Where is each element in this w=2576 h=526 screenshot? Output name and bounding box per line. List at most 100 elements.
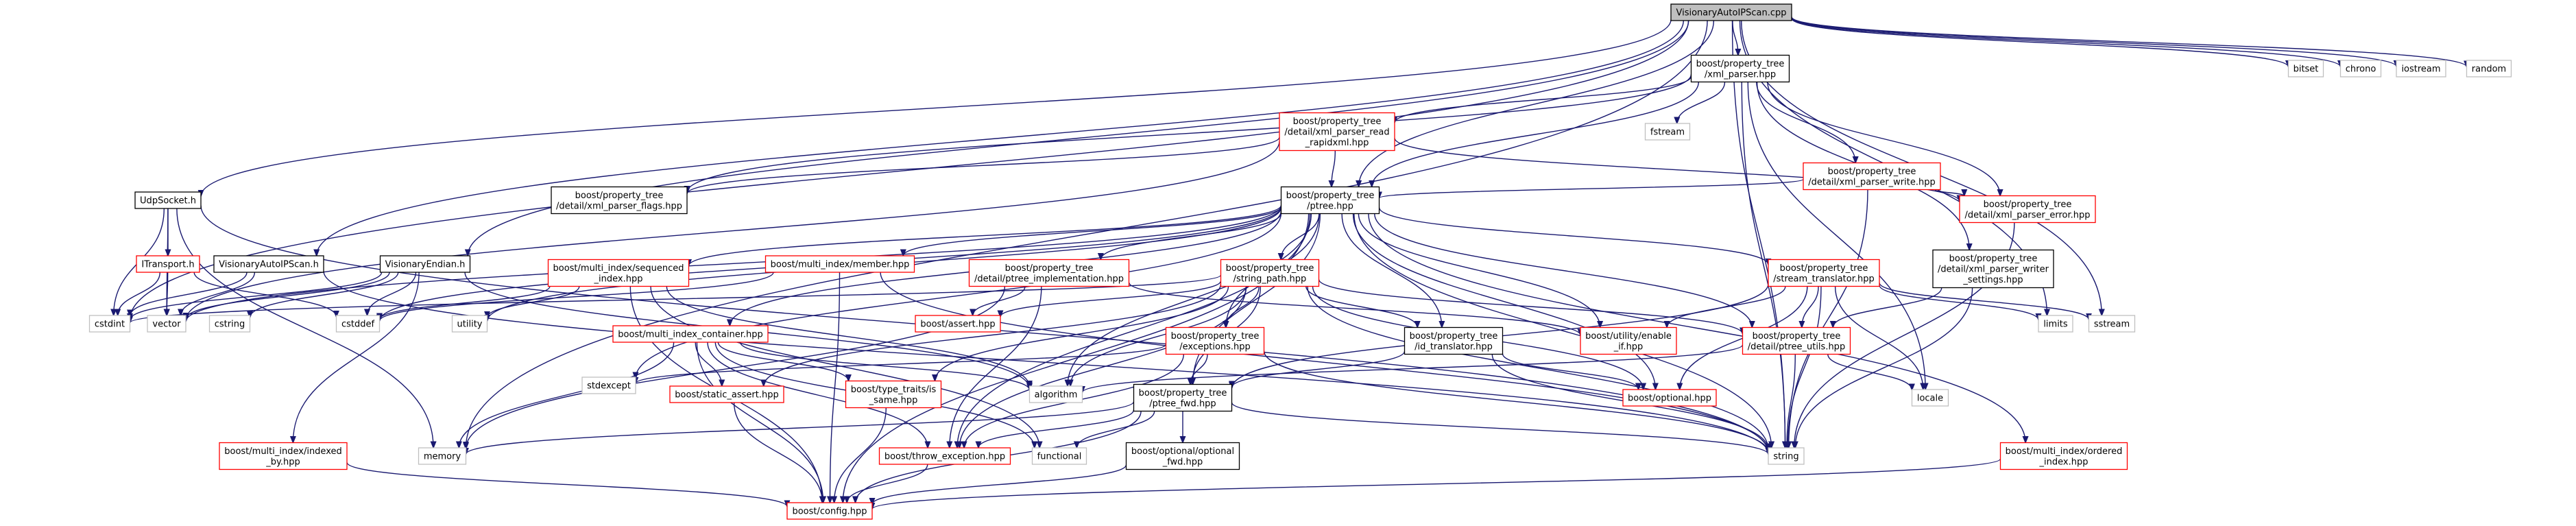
node-limits: limits [2038,315,2073,333]
node-box [2287,60,2324,77]
node-udpsocket[interactable]: UdpSocket.h [134,191,202,209]
edge-id-translator-to-optional [1502,353,1639,390]
node-box [451,315,488,333]
node-box [786,502,873,520]
node-xml-error[interactable]: boost/property_tree/detail/xml_parser_er… [1959,195,2096,224]
edge-ptree-utils-to-algorithm [1083,344,1744,393]
node-label: boost/property_tree/id_translator.hpp [1410,331,1498,352]
node-config[interactable]: boost/config.hpp [786,502,873,520]
node-label-line: _index.hpp [594,274,643,284]
edge-optional-fwd-to-config [872,464,1127,505]
node-xml-write[interactable]: boost/property_tree/detail/xml_parser_wr… [1803,162,1941,191]
edge-mi-container-to-throw-exception [707,342,928,448]
node-mi-ordered[interactable]: boost/multi_index/ordered_index.hpp [1999,442,2128,470]
node-assert[interactable]: boost/assert.hpp [915,315,1001,333]
node-mi-member[interactable]: boost/multi_index/member.hpp [765,255,915,273]
node-algorithm: algorithm [1028,385,1083,403]
node-visendian[interactable]: VisionaryEndian.h [379,255,471,273]
node-xml-parser[interactable]: boost/property_tree/xml_parser.hpp [1690,54,1790,83]
node-id-translator[interactable]: boost/property_tree/id_translator.hpp [1404,326,1504,355]
edge-mi-container-to-memory [459,342,675,448]
node-bitset: bitset [2287,60,2324,77]
node-stream-translator[interactable]: boost/property_tree/stream_translator.hp… [1768,259,1880,287]
node-ptree-impl[interactable]: boost/property_tree/detail/ptree_impleme… [968,259,1130,287]
edge-visendian-to-vector [186,272,390,320]
edge-root-to-xml-parser [1732,20,1738,56]
edge-xml-parser-to-xml-error [1767,82,2000,196]
node-itransport[interactable]: ITransport.h [136,255,200,273]
node-label-line: /detail/xml_parser_writer [1938,265,2049,275]
node-static-assert[interactable]: boost/static_assert.hpp [669,385,784,403]
node-mi-sequenced[interactable]: boost/multi_index/sequenced_index.hpp [547,259,690,287]
edge-ptree-fwd-to-throw-exception [978,409,1135,449]
node-label-line: boost/property_tree [1949,254,2038,264]
node-label: VisionaryAutoIPScan.h [219,260,319,270]
node-label-line: /string_path.hpp [1233,274,1307,284]
node-stdexcept: stdexcept [581,376,636,394]
node-visautoip-h[interactable]: VisionaryAutoIPScan.h [213,255,324,273]
node-label-line: sstream [2094,320,2130,330]
node-label: VisionaryEndian.h [385,260,466,270]
node-ptree-fwd[interactable]: boost/property_tree/ptree_fwd.hpp [1133,383,1233,412]
edge-visautoip-h-to-vector [181,272,256,315]
node-box [88,315,131,333]
node-label-line: VisionaryAutoIPScan.cpp [1676,8,1786,19]
node-label: boost/property_tree/string_path.hpp [1226,263,1314,285]
edge-string-path-to-assert [1000,280,1222,317]
node-string-path[interactable]: boost/property_tree/string_path.hpp [1220,259,1320,287]
node-mi-container[interactable]: boost/multi_index_container.hpp [612,325,769,343]
node-mi-indexed-by[interactable]: boost/multi_index/indexed_by.hpp [219,442,348,470]
edge-xml-parser-to-ptree [1372,82,1699,187]
node-xml-read[interactable]: boost/property_tree/detail/xml_parser_re… [1279,112,1395,152]
node-enable-if[interactable]: boost/utility/enable_if.hpp [1580,326,1677,355]
node-box [581,376,636,394]
node-xml-writer-settings[interactable]: boost/property_tree/detail/xml_parser_wr… [1932,249,2054,289]
node-label: boost/property_tree/exceptions.hpp [1171,331,1260,352]
node-exceptions[interactable]: boost/property_tree/exceptions.hpp [1165,326,1265,355]
node-throw-exception[interactable]: boost/throw_exception.hpp [878,447,1011,465]
node-label-line: _if.hpp [1613,342,1644,352]
node-label: limits [2043,320,2068,330]
node-cstdint: cstdint [88,315,131,333]
node-label-line: boost/property_tree [1226,263,1314,274]
node-label-line: cstdint [95,320,125,330]
edge-root-to-iostream [1791,16,2396,67]
node-ptree-utils[interactable]: boost/property_tree/detail/ptree_utils.h… [1742,326,1851,355]
edge-visendian-to-mi-indexed-by [293,272,420,443]
node-label-line: iostream [2401,64,2440,75]
node-label: ITransport.h [141,260,194,270]
node-label-line: boost/property_tree [1753,331,1841,342]
edge-ptree-to-ptree-utils [1374,213,1753,328]
node-label-line: boost/property_tree [1286,191,1375,201]
edge-string-path-to-type-traits-same [935,286,1229,381]
node-optional-fwd[interactable]: boost/optional/optional_fwd.hpp [1125,442,1240,470]
node-label-line: boost/property_tree [1984,200,2072,210]
node-box [669,385,784,403]
node-box [968,259,1130,287]
node-type-traits-same[interactable]: boost/type_traits/is_same.hpp [845,380,942,409]
node-box [418,447,467,465]
node-optional[interactable]: boost/optional.hpp [1622,389,1717,407]
node-iostream: iostream [2396,60,2446,77]
edge-string-path-to-exceptions [1226,286,1260,328]
node-root[interactable]: VisionaryAutoIPScan.cpp [1670,3,1792,21]
node-label-line: fstream [1650,128,1685,138]
node-label: boost/multi_index_container.hpp [618,330,762,340]
node-memory: memory [418,447,467,465]
node-label: UdpSocket.h [140,196,196,206]
node-box [915,315,1001,333]
node-label: boost/property_tree/xml_parser.hpp [1696,59,1785,80]
node-box [1742,326,1851,355]
edge-root-to-ptree [1359,20,1715,187]
node-label-line: boost/property_tree [1139,388,1227,398]
edge-mi-indexed-by-to-config [346,462,787,507]
node-label: cstdint [95,320,125,330]
node-label-line: stdexcept [587,381,631,392]
node-ptree[interactable]: boost/property_tree/ptree.hpp [1280,186,1380,215]
node-xml-flags[interactable]: boost/property_tree/detail/xml_parser_fl… [551,186,688,215]
node-label: boost/property_tree/detail/xml_parser_er… [1964,200,2090,221]
node-box [1280,186,1380,215]
edge-ptree-impl-to-enable-if [1128,282,1581,335]
node-box [147,315,186,333]
node-box [2339,60,2382,77]
